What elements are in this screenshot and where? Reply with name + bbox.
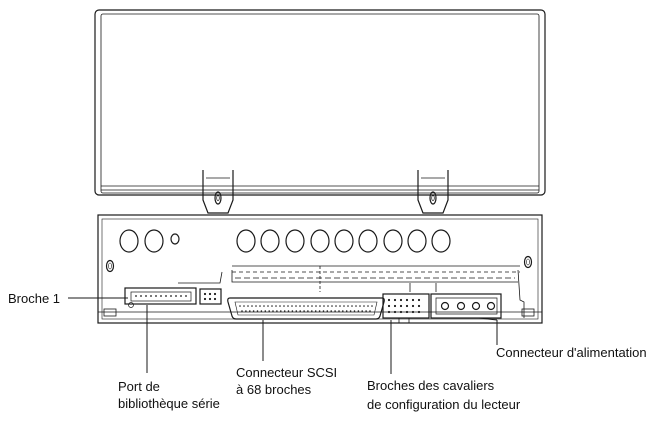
small-header: [199, 288, 222, 305]
jumper-pins-block: [382, 293, 430, 324]
scsi-pin: [355, 305, 357, 307]
scsi-pin: [303, 310, 305, 312]
drive-upper-body: [94, 9, 546, 196]
scsi-pin: [295, 305, 297, 307]
mounting-latch-left: [202, 170, 234, 214]
scsi-pins: [239, 305, 373, 312]
scsi-pin: [359, 305, 361, 307]
scsi-pin: [249, 310, 251, 312]
serial-port-pins: [135, 295, 187, 297]
scsi-pin: [357, 310, 360, 312]
jumper-pins: [387, 298, 421, 314]
scsi-pin: [255, 305, 257, 307]
scsi-pin: [315, 305, 317, 307]
mounting-latch-right: [417, 170, 449, 214]
scsi-pin: [307, 310, 309, 312]
scsi-pin: [291, 310, 294, 312]
side-screw-right: [523, 255, 533, 269]
scsi-pin: [275, 305, 277, 307]
scsi-pin: [245, 310, 247, 312]
scsi-pin: [283, 305, 285, 307]
scsi-pin: [280, 310, 282, 312]
side-screw-left: [105, 259, 115, 273]
scsi-pin: [295, 310, 298, 312]
scsi-pin: [338, 310, 340, 312]
scsi-pin: [252, 310, 255, 312]
scsi-pin: [351, 305, 353, 307]
scsi-pin: [279, 305, 281, 307]
scsi-pin: [311, 310, 313, 312]
scsi-pin: [349, 310, 352, 312]
scsi-pin: [335, 305, 337, 307]
scsi-pin: [260, 310, 263, 312]
scsi-pin: [264, 310, 267, 312]
scsi-pin: [243, 305, 245, 307]
label-serial-port-line2: bibliothèque série: [118, 396, 220, 411]
scsi-pin: [247, 305, 249, 307]
scsi-pin: [287, 305, 289, 307]
scsi-pin: [241, 310, 243, 312]
scsi-pin: [299, 305, 301, 307]
scsi-pin: [347, 305, 349, 307]
leader-lines: [68, 297, 498, 374]
scsi-pin: [268, 310, 271, 312]
scsi-pin: [314, 310, 317, 312]
scsi-pin: [367, 305, 369, 307]
scsi-pin: [271, 305, 273, 307]
scsi-pin: [345, 310, 348, 312]
scsi-pin: [287, 310, 290, 312]
scsi-pin: [303, 305, 305, 307]
small-header-pins: [203, 292, 217, 301]
scsi-pin: [363, 305, 365, 307]
scsi-connector: [227, 297, 385, 320]
label-power: Connecteur d'alimentation: [496, 345, 647, 360]
scsi-pin: [339, 305, 341, 307]
label-scsi-line1: Connecteur SCSI: [236, 365, 338, 380]
scsi-pin: [299, 310, 302, 312]
scsi-pin: [251, 305, 253, 307]
scsi-pin: [322, 310, 325, 312]
scsi-pin: [353, 310, 356, 312]
scsi-pin: [291, 305, 293, 307]
ventilation-holes: [119, 229, 451, 253]
scsi-pin: [361, 310, 364, 312]
label-jumper-line2: de configuration du lecteur: [367, 397, 521, 412]
scsi-pin: [343, 305, 345, 307]
scsi-pin: [334, 310, 336, 312]
scsi-pin: [327, 305, 329, 307]
scsi-pin: [276, 310, 278, 312]
circuit-board-outline: [178, 265, 525, 318]
label-pin1: Broche 1: [8, 291, 61, 306]
scsi-pin: [263, 305, 265, 307]
scsi-pin: [239, 305, 241, 307]
scsi-pin: [256, 310, 259, 312]
scsi-pin: [259, 305, 261, 307]
scsi-pin: [307, 305, 309, 307]
scsi-pin: [365, 310, 367, 312]
scsi-pin: [267, 305, 269, 307]
serial-library-port: [124, 287, 197, 308]
label-jumper-line1: Broches des cavaliers: [367, 378, 495, 393]
label-serial-port-line1: Port de: [118, 379, 160, 394]
scsi-pin: [330, 310, 333, 312]
scsi-pin: [283, 310, 286, 312]
scsi-pin: [342, 310, 344, 312]
scsi-pin: [371, 305, 373, 307]
scsi-pin: [331, 305, 333, 307]
power-connector: [430, 293, 502, 319]
label-scsi-line2: à 68 broches: [236, 382, 312, 397]
scsi-pin: [272, 310, 274, 312]
scsi-pin: [319, 305, 321, 307]
scsi-pin: [326, 310, 329, 312]
scsi-pin: [318, 310, 321, 312]
scsi-pin: [311, 305, 313, 307]
scsi-pin: [369, 310, 371, 312]
scsi-pin: [323, 305, 325, 307]
